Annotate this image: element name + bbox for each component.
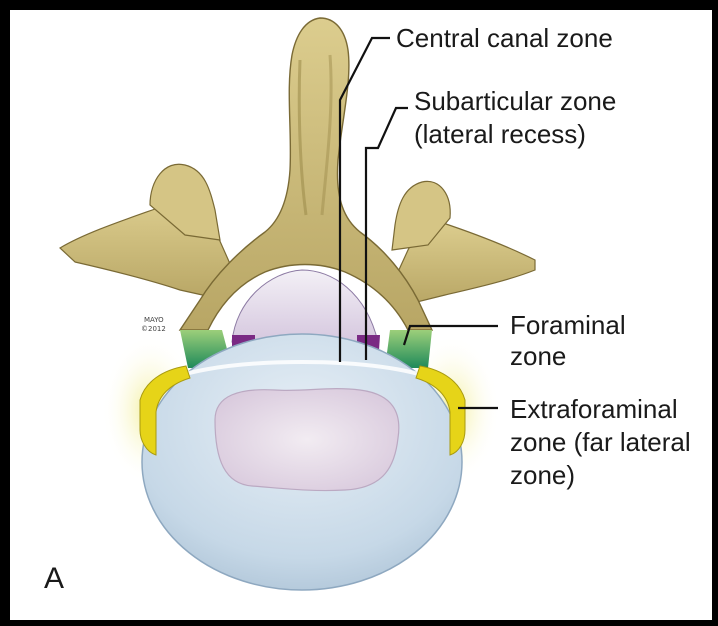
nucleus-pulposus	[215, 389, 399, 491]
watermark-line-2: ©2012	[141, 325, 166, 333]
label-lateral-recess: (lateral recess)	[414, 119, 586, 149]
label-zone-close: zone)	[510, 460, 575, 490]
label-extraforaminal: Extraforaminal	[510, 394, 678, 424]
spinal-canal	[232, 270, 378, 342]
panel-label: A	[44, 562, 64, 595]
label-far-lateral: zone (far lateral	[510, 427, 691, 457]
label-foraminal: Foraminal	[510, 310, 626, 340]
label-central-canal-zone: Central canal zone	[396, 23, 613, 53]
watermark-line-1: MAYO	[144, 316, 164, 324]
label-foraminal-zone: zone	[510, 341, 566, 371]
label-subarticular-zone: Subarticular zone	[414, 86, 616, 116]
